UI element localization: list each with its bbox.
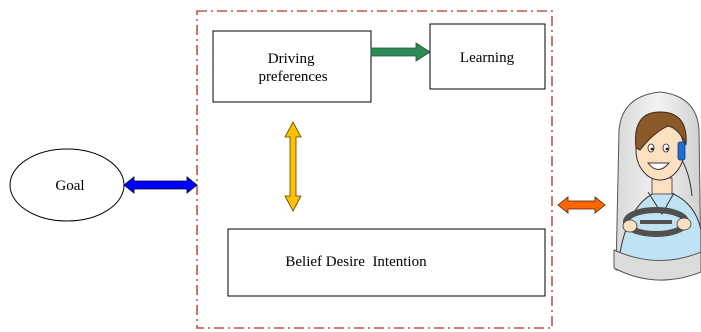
bdi-node (227, 228, 546, 297)
driving-preferences-node (212, 30, 372, 103)
bdi-label: Belief Desire Intention (285, 254, 427, 270)
driving-preferences-label: Driving preferences (258, 51, 327, 85)
container-driver-arrow (557, 196, 606, 214)
driving-preferences-line-1: Driving (268, 51, 315, 67)
driver-on-phone-icon (613, 91, 701, 281)
goal-label: Goal (55, 178, 84, 194)
learning-label: Learning (460, 50, 515, 66)
preferences-learning-arrow (370, 42, 431, 62)
goal-container-arrow (123, 176, 198, 194)
agent-container (196, 10, 553, 329)
learning-node (429, 23, 546, 90)
preferences-bdi-arrow (284, 121, 302, 212)
driving-preferences-line-2: preferences (258, 69, 327, 85)
